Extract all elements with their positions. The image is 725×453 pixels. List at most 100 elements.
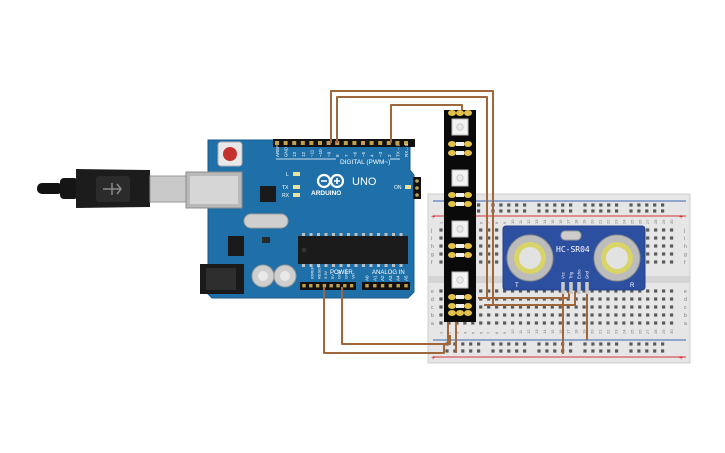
breadboard-hole[interactable] <box>499 209 503 213</box>
breadboard-hole[interactable] <box>582 289 586 293</box>
breadboard-hole[interactable] <box>653 203 657 207</box>
sensor-pin[interactable] <box>569 282 573 294</box>
breadboard-hole[interactable] <box>558 305 562 309</box>
breadboard-hole[interactable] <box>583 349 587 353</box>
breadboard-hole[interactable] <box>479 289 483 293</box>
breadboard-hole[interactable] <box>622 313 626 317</box>
breadboard-hole[interactable] <box>645 342 649 346</box>
breadboard-hole[interactable] <box>654 252 658 256</box>
reset-button-cap[interactable] <box>223 147 237 161</box>
breadboard-hole[interactable] <box>487 313 491 317</box>
breadboard-hole[interactable] <box>615 203 619 207</box>
breadboard-hole[interactable] <box>550 289 554 293</box>
breadboard-hole[interactable] <box>469 342 473 346</box>
breadboard-hole[interactable] <box>477 209 481 213</box>
breadboard-hole[interactable] <box>637 203 641 207</box>
breadboard-hole[interactable] <box>645 203 649 207</box>
breadboard-hole[interactable] <box>614 313 618 317</box>
breadboard-hole[interactable] <box>653 349 657 353</box>
breadboard-hole[interactable] <box>566 289 570 293</box>
breadboard-hole[interactable] <box>646 228 650 232</box>
breadboard-hole[interactable] <box>583 342 587 346</box>
breadboard-hole[interactable] <box>487 260 491 264</box>
wire-to-sensor-echo[interactable] <box>487 292 570 299</box>
breadboard-hole[interactable] <box>545 342 549 346</box>
breadboard-hole[interactable] <box>574 289 578 293</box>
breadboard-hole[interactable] <box>518 305 523 309</box>
breadboard-hole[interactable] <box>503 305 507 309</box>
breadboard-hole[interactable] <box>646 236 650 240</box>
power-pin[interactable] <box>329 284 333 288</box>
breadboard-hole[interactable] <box>590 305 594 309</box>
breadboard-hole[interactable] <box>662 313 666 317</box>
breadboard-hole[interactable] <box>574 297 578 301</box>
breadboard-hole[interactable] <box>646 289 650 293</box>
breadboard-hole[interactable] <box>526 289 531 293</box>
breadboard-hole[interactable] <box>661 209 665 213</box>
breadboard-hole[interactable] <box>463 321 467 325</box>
breadboard-hole[interactable] <box>654 321 658 325</box>
digital-pin[interactable] <box>343 141 348 145</box>
digital-pin[interactable] <box>292 141 297 145</box>
power-pin[interactable] <box>322 284 327 288</box>
breadboard-hole[interactable] <box>662 289 666 293</box>
neopixel-strip[interactable] <box>444 110 476 322</box>
breadboard-hole[interactable] <box>534 289 538 293</box>
breadboard-hole[interactable] <box>553 209 557 213</box>
breadboard-hole[interactable] <box>590 297 594 301</box>
breadboard-hole[interactable] <box>515 349 519 353</box>
breadboard-hole[interactable] <box>669 236 674 240</box>
breadboard-hole[interactable] <box>487 228 491 232</box>
breadboard-hole[interactable] <box>669 252 674 256</box>
breadboard-hole[interactable] <box>629 349 633 353</box>
breadboard-hole[interactable] <box>523 203 527 207</box>
breadboard-hole[interactable] <box>569 349 573 353</box>
breadboard-hole[interactable] <box>662 305 666 309</box>
breadboard-hole[interactable] <box>638 289 642 293</box>
breadboard-hole[interactable] <box>590 321 594 325</box>
power-pin[interactable] <box>302 284 306 288</box>
breadboard-hole[interactable] <box>582 321 586 325</box>
breadboard-hole[interactable] <box>645 209 649 213</box>
breadboard-hole[interactable] <box>574 305 578 309</box>
breadboard-hole[interactable] <box>615 349 619 353</box>
power-pin[interactable] <box>336 284 340 288</box>
breadboard-hole[interactable] <box>510 289 515 293</box>
breadboard-hole[interactable] <box>622 297 626 301</box>
analog-pin[interactable] <box>396 284 400 288</box>
breadboard-hole[interactable] <box>654 313 658 317</box>
breadboard-hole[interactable] <box>622 305 626 309</box>
analog-pin[interactable] <box>380 284 385 288</box>
breadboard-hole[interactable] <box>491 349 495 353</box>
breadboard-hole[interactable] <box>523 209 527 213</box>
breadboard-hole[interactable] <box>653 342 657 346</box>
digital-pin[interactable] <box>369 141 374 145</box>
breadboard-hole[interactable] <box>518 321 523 325</box>
breadboard-hole[interactable] <box>477 349 481 353</box>
breadboard-hole[interactable] <box>662 236 666 240</box>
breadboard-hole[interactable] <box>599 203 603 207</box>
breadboard-hole[interactable] <box>615 209 619 213</box>
breadboard-hole[interactable] <box>569 342 573 346</box>
breadboard-hole[interactable] <box>598 313 602 317</box>
breadboard-hole[interactable] <box>654 297 658 301</box>
breadboard-hole[interactable] <box>630 305 634 309</box>
breadboard-hole[interactable] <box>445 349 449 353</box>
breadboard-hole[interactable] <box>591 342 595 346</box>
breadboard-hole[interactable] <box>479 260 483 264</box>
breadboard-hole[interactable] <box>662 297 666 301</box>
breadboard-hole[interactable] <box>561 209 565 213</box>
breadboard-hole[interactable] <box>439 236 443 240</box>
breadboard-hole[interactable] <box>654 289 658 293</box>
breadboard-hole[interactable] <box>439 260 443 264</box>
breadboard-hole[interactable] <box>518 313 523 317</box>
breadboard-hole[interactable] <box>654 244 658 248</box>
led-pixel[interactable] <box>448 118 472 156</box>
breadboard-hole[interactable] <box>566 305 570 309</box>
digital-pin[interactable] <box>275 141 279 145</box>
breadboard-hole[interactable] <box>537 209 541 213</box>
breadboard-hole[interactable] <box>510 313 515 317</box>
breadboard-hole[interactable] <box>614 305 618 309</box>
breadboard-hole[interactable] <box>553 203 557 207</box>
breadboard-hole[interactable] <box>629 203 633 207</box>
